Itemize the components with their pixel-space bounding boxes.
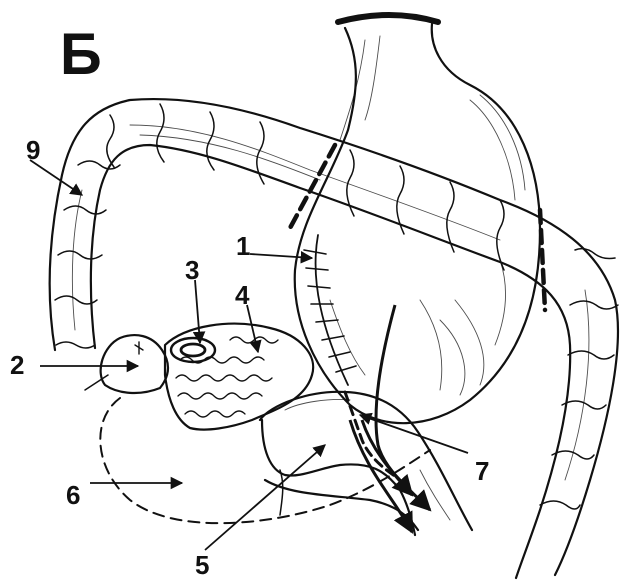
label-4: 4 xyxy=(235,282,249,308)
label-9: 9 xyxy=(26,137,40,163)
label-3: 3 xyxy=(185,257,199,283)
label-2: 2 xyxy=(10,352,24,378)
label-5: 5 xyxy=(195,552,209,578)
label-6: 6 xyxy=(66,482,80,508)
jejunal-loop xyxy=(100,392,472,535)
label-1: 1 xyxy=(236,233,250,259)
label-7: 7 xyxy=(475,458,489,484)
panel-letter: Б xyxy=(60,26,102,84)
flow-arrows xyxy=(350,305,430,532)
